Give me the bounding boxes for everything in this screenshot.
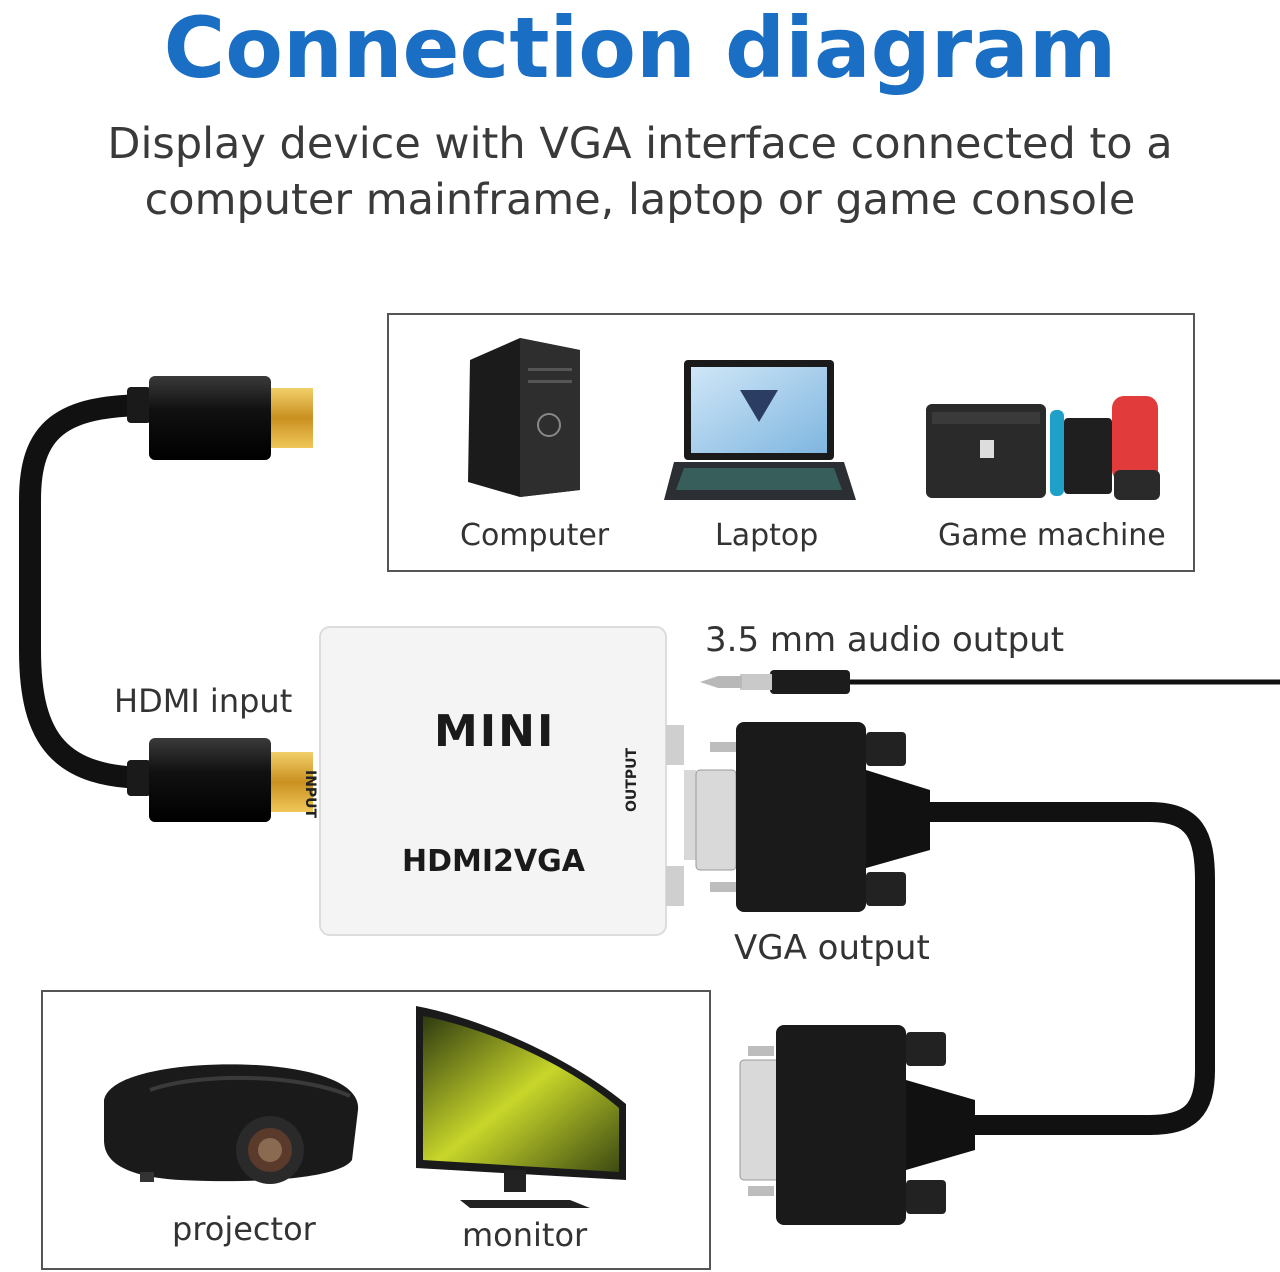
game-console-icon bbox=[926, 396, 1160, 500]
audio-cable bbox=[700, 670, 1280, 694]
display-label-projector: projector bbox=[172, 1210, 316, 1248]
hdmi-cable bbox=[30, 376, 313, 822]
adapter-brand: MINI bbox=[434, 706, 555, 757]
vga-cable bbox=[930, 812, 1205, 1125]
adapter-model: HDMI2VGA bbox=[402, 844, 585, 879]
vga-output-label: VGA output bbox=[734, 928, 930, 968]
hdmi-input-label: HDMI input bbox=[114, 682, 292, 720]
source-label-game-machine: Game machine bbox=[938, 518, 1166, 553]
adapter-output-port-label: OUTPUT bbox=[624, 748, 640, 812]
source-label-computer: Computer bbox=[460, 518, 609, 553]
adapter-input-port-label: INPUT bbox=[302, 770, 318, 818]
projector-icon bbox=[104, 1064, 358, 1184]
desktop-tower-icon bbox=[468, 338, 580, 497]
laptop-icon bbox=[664, 360, 856, 500]
audio-output-label: 3.5 mm audio output bbox=[705, 620, 1064, 660]
display-label-monitor: monitor bbox=[462, 1216, 587, 1254]
monitor-icon bbox=[416, 1006, 626, 1208]
source-label-laptop: Laptop bbox=[715, 518, 818, 553]
vga-connector-top bbox=[696, 722, 930, 912]
vga-connector-bottom bbox=[740, 1025, 975, 1225]
